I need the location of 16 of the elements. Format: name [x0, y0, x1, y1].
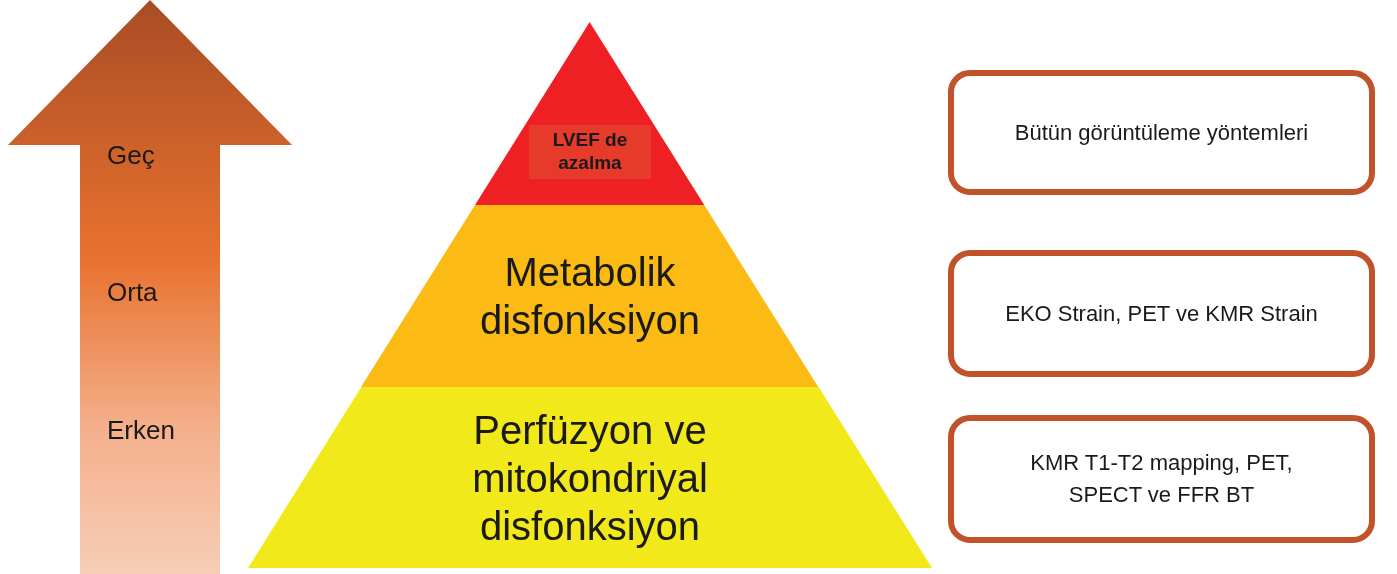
box-text: EKO Strain, PET ve KMR Strain [1005, 299, 1318, 328]
stage-label: Erken [107, 415, 175, 446]
box-text: KMR T1-T2 mapping, PET, SPECT ve FFR BT [1029, 449, 1294, 509]
pyramid-tier [475, 22, 705, 205]
tier-label: Metabolik disfonksiyon [478, 249, 702, 344]
tier-label: LVEF de azalma [529, 125, 651, 179]
box-text: Bütün görüntüleme yöntemleri [1014, 118, 1309, 147]
pyramid-tier [361, 205, 819, 387]
stage-label: Orta [107, 277, 158, 308]
rounded-box [948, 250, 1375, 377]
rounded-box [948, 415, 1375, 543]
pyramid-tier [248, 387, 932, 568]
rounded-box [948, 70, 1375, 195]
up-arrow [8, 0, 292, 574]
stage-label: Geç [107, 140, 155, 171]
tier-label: Perfüzyon ve mitokondriyal disfonksiyon [471, 406, 709, 550]
